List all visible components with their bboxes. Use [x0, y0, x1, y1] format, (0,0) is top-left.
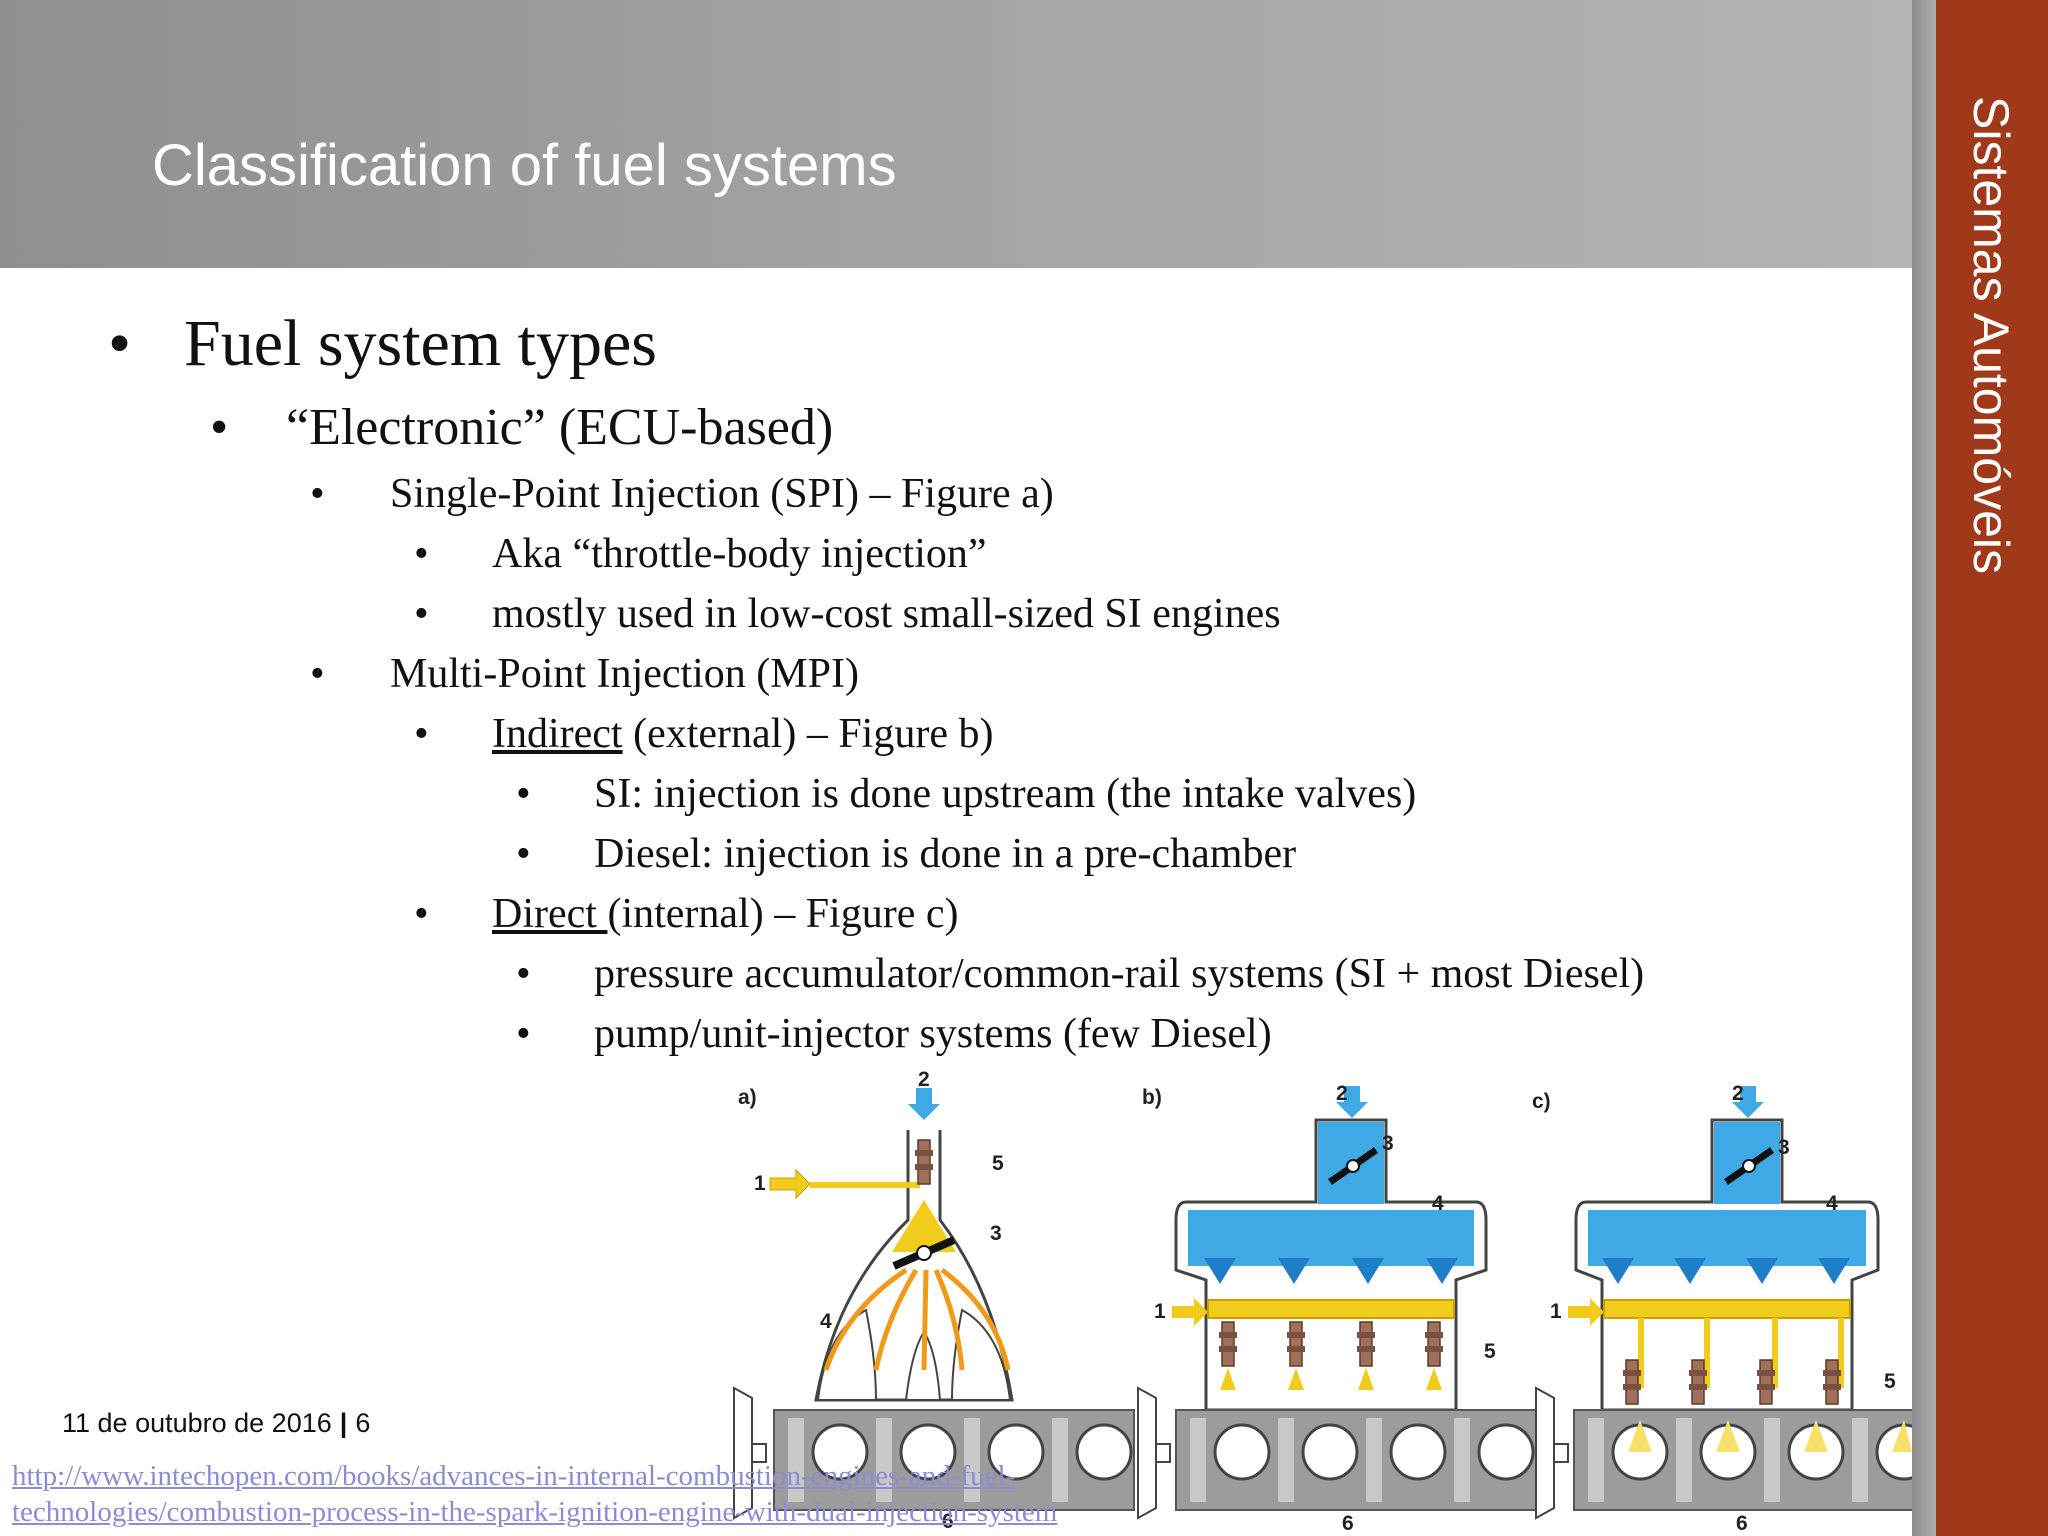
callout-3: 3: [1382, 1132, 1394, 1155]
side-divider: [1912, 0, 1936, 1536]
course-title: Sistemas Automóveis: [1963, 96, 2019, 574]
bullet-dot: •: [414, 591, 429, 637]
callout-5: 5: [1484, 1340, 1496, 1363]
list-item-text: Single-Point Injection (SPI) – Figure a): [390, 471, 1054, 517]
bullet-dot: •: [414, 891, 429, 937]
callout-3: 3: [990, 1222, 1002, 1245]
callout-6: 6: [942, 1510, 954, 1533]
bullet-dot: •: [210, 399, 229, 456]
figure-panel-b: b): [1137, 1082, 1538, 1535]
source-link-line2[interactable]: technologies/combustion-process-in-the-s…: [12, 1496, 1058, 1528]
footer-separator: |: [339, 1408, 348, 1438]
slide-header: Classification of fuel systems: [0, 0, 1912, 268]
callout-1: 1: [1550, 1300, 1562, 1323]
slide-number: 6: [355, 1408, 371, 1438]
list-item-text: pump/unit-injector systems (few Diesel): [594, 1011, 1272, 1057]
list-item-text: “Electronic” (ECU-based): [286, 399, 834, 456]
slide-date: 11 de outubro de 2016: [62, 1408, 332, 1438]
list-item-text: Indirect (external) – Figure b): [492, 710, 993, 758]
callout-4: 4: [1432, 1192, 1444, 1215]
bullet-dot: •: [414, 531, 429, 577]
callout-6: 6: [1342, 1512, 1354, 1535]
callout-3: 3: [1778, 1136, 1790, 1159]
slide-footer: 11 de outubro de 2016|6: [62, 1408, 370, 1439]
bullet-dot: •: [516, 831, 531, 877]
bullet-dot: •: [310, 471, 325, 517]
bullet-dot: •: [414, 711, 429, 757]
bullet-dot: •: [516, 771, 531, 817]
list-item-text: Direct (internal) – Figure c): [492, 890, 959, 938]
panel-b-label: b): [1142, 1086, 1162, 1109]
source-link-line1[interactable]: http://www.intechopen.com/books/advances…: [12, 1460, 1016, 1492]
fuel-injection-figure: a) 1 2 3 4 5 6: [726, 1070, 1912, 1536]
list-item-text: Multi-Point Injection (MPI): [390, 651, 859, 697]
list-item-text: mostly used in low-cost small-sized SI e…: [492, 591, 1281, 637]
callout-2: 2: [1732, 1082, 1744, 1105]
figure-panel-c: c): [1532, 1082, 1912, 1535]
term-description: (internal) – Figure c): [607, 891, 959, 937]
list-item-text: Aka “throttle-body injection”: [492, 531, 987, 577]
callout-5: 5: [1884, 1370, 1896, 1393]
slide-title: Classification of fuel systems: [152, 133, 897, 198]
callout-5: 5: [992, 1152, 1004, 1175]
callout-4: 4: [1826, 1192, 1838, 1215]
list-item-text: Diesel: injection is done in a pre-chamb…: [594, 831, 1297, 877]
callout-4: 4: [820, 1310, 832, 1333]
panel-a-label: a): [738, 1086, 757, 1109]
bullet-dot: •: [108, 307, 132, 380]
underlined-term: Direct: [492, 891, 608, 937]
callout-1: 1: [754, 1172, 766, 1195]
bullet-dot: •: [516, 951, 531, 997]
callout-2: 2: [918, 1070, 930, 1091]
bullet-dot: •: [310, 651, 325, 697]
bullet-dot: •: [516, 1011, 531, 1057]
list-item-text: Fuel system types: [184, 307, 657, 380]
list-item-text: pressure accumulator/common-rail systems…: [594, 951, 1645, 997]
term-description: (external) – Figure b): [622, 711, 994, 757]
callout-1: 1: [1154, 1300, 1166, 1323]
figure-panel-a: a) 1 2 3 4 5 6: [733, 1070, 1136, 1533]
callout-2: 2: [1336, 1082, 1348, 1105]
callout-6: 6: [1736, 1512, 1748, 1535]
panel-c-label: c): [1532, 1090, 1551, 1113]
underlined-term: Indirect: [492, 711, 623, 757]
side-band: Sistemas Automóveis: [1936, 0, 2048, 1536]
list-item-text: SI: injection is done upstream (the inta…: [594, 771, 1417, 817]
